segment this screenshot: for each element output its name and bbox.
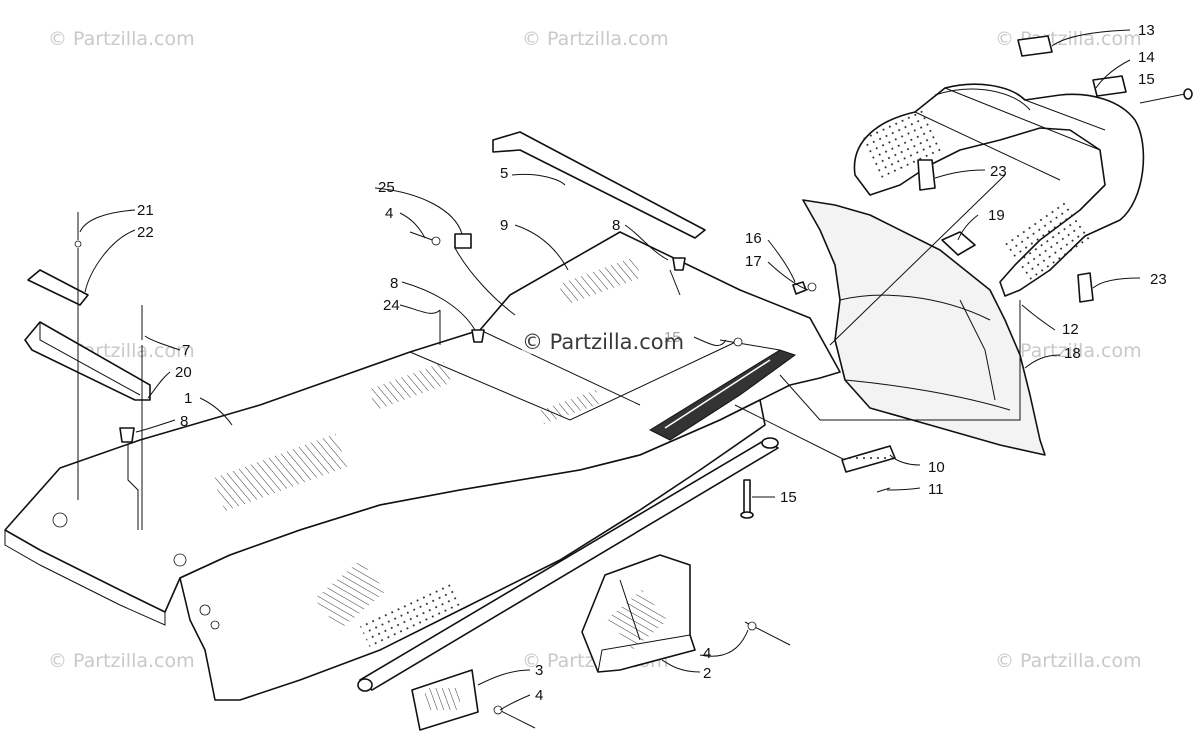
callout-10: 10: [928, 459, 945, 476]
callout-5: 5: [500, 165, 508, 182]
pad-25: [454, 233, 472, 249]
callout-16: 16: [745, 230, 762, 247]
callout-9: 9: [500, 217, 508, 234]
callout-labels: 1 2 3 4 4 4 5 7 8 8 8 9 10 11 12 13 14 1…: [137, 22, 1167, 704]
callout-20: 20: [175, 364, 192, 381]
rear-flap: [802, 199, 1046, 456]
callout-15-bottom: 15: [780, 489, 797, 506]
callout-4-upper: 4: [385, 205, 393, 222]
plate-10: [841, 445, 896, 473]
callout-22: 22: [137, 224, 154, 241]
callout-23-right: 23: [1150, 271, 1167, 288]
callout-18: 18: [1064, 345, 1081, 362]
bracket-2: [581, 554, 696, 673]
callout-7: 7: [182, 342, 190, 359]
callout-24: 24: [383, 297, 400, 314]
watermark-bottom-right: © Partzilla.com: [995, 650, 1142, 672]
callout-13: 13: [1138, 22, 1155, 39]
callout-23-upper: 23: [990, 163, 1007, 180]
watermark-center: © Partzilla.com: [522, 330, 685, 354]
callout-25: 25: [378, 179, 395, 196]
tunnel-rail-rod: [357, 437, 779, 692]
callout-19: 19: [988, 207, 1005, 224]
callout-15-top: 15: [1138, 71, 1155, 88]
tunnel-body: [4, 231, 841, 701]
watermark-bottom-left: © Partzilla.com: [48, 650, 195, 672]
bracket-20: [24, 321, 151, 401]
callout-11: 11: [928, 481, 944, 498]
plate-3: [411, 669, 479, 731]
callout-12: 12: [1062, 321, 1079, 338]
callout-8-left: 8: [180, 413, 188, 430]
callout-3: 3: [535, 662, 543, 679]
callout-2: 2: [703, 665, 711, 682]
rear-grab-handle: [853, 83, 1145, 297]
leader-lines: [77, 29, 1141, 711]
seat-strip: [492, 131, 706, 239]
callout-1: 1: [184, 390, 192, 407]
callout-8-mid: 8: [390, 275, 398, 292]
callout-4-lower-left: 4: [535, 687, 543, 704]
strip-22: [27, 269, 89, 306]
watermark-top-center: © Partzilla.com: [522, 28, 669, 50]
watermark-mid-right: © Partzilla.com: [995, 340, 1142, 362]
callout-17: 17: [745, 253, 762, 270]
hardware: [74, 35, 1193, 729]
callout-21: 21: [137, 202, 154, 219]
watermark-top-left: © Partzilla.com: [48, 28, 195, 50]
callout-4-lower-right: 4: [703, 645, 711, 662]
callout-14: 14: [1138, 49, 1155, 66]
callout-8-top: 8: [612, 217, 620, 234]
